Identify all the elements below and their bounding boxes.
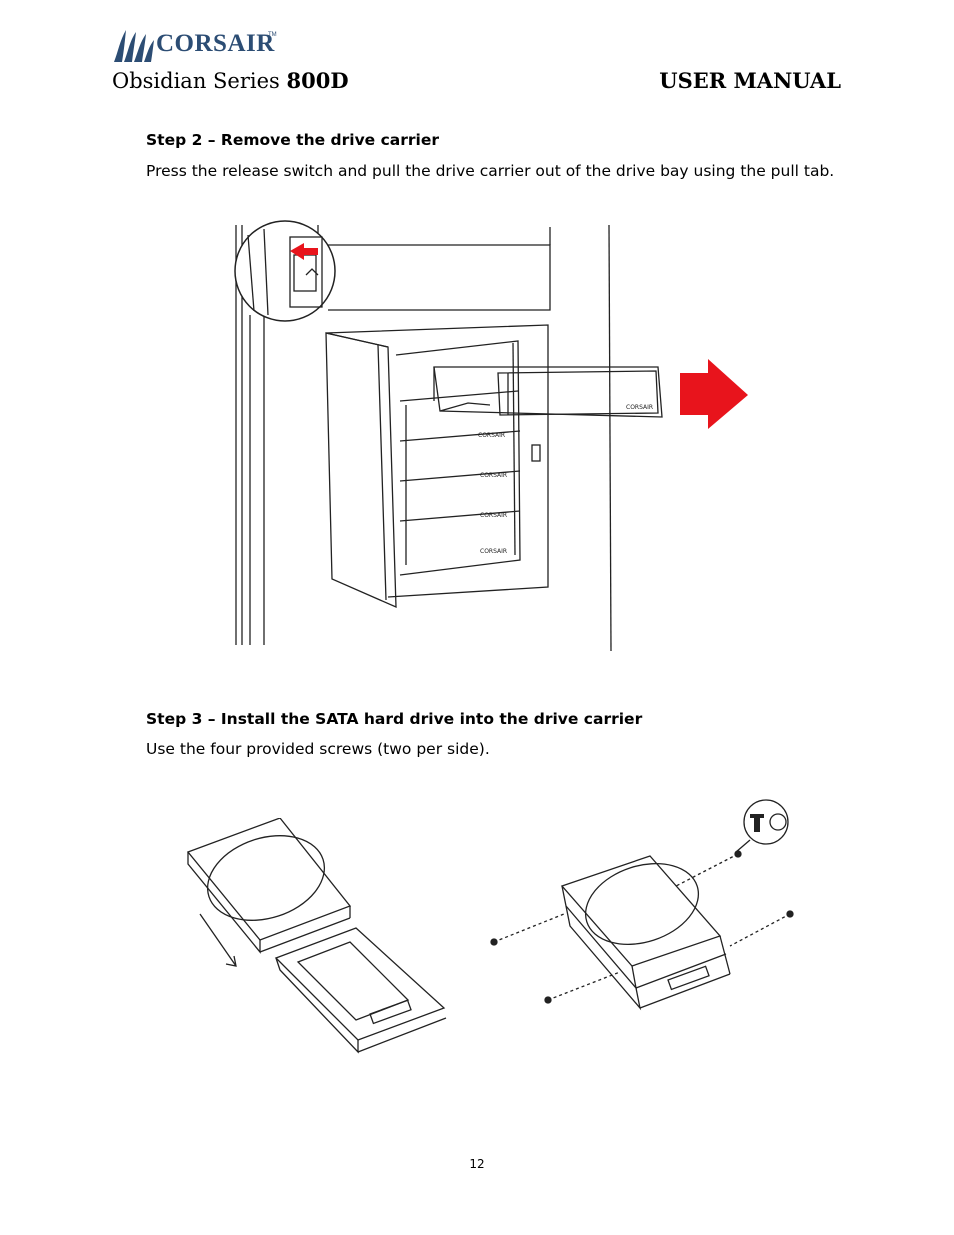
step3-text: Use the four provided screws (two per si… — [146, 740, 490, 758]
bay-label: CORSAIR — [478, 432, 505, 439]
sails-icon — [114, 30, 154, 62]
trademark-mark: TM — [268, 32, 277, 38]
model-name: 800D — [286, 68, 349, 93]
drive-carrier-removal-figure: CORSAIR CORSAIR CORSAIR CORSAIR CORSAIR — [234, 220, 748, 652]
page-number: 12 — [469, 1157, 485, 1171]
screw-install-figure — [490, 799, 794, 1011]
bay-label: CORSAIR — [480, 548, 507, 555]
carrier-label: CORSAIR — [626, 404, 653, 411]
pull-out-arrow-icon — [680, 359, 748, 429]
bay-label: CORSAIR — [480, 512, 507, 519]
series-name: Obsidian Series — [112, 69, 280, 93]
release-arrow-icon — [290, 243, 318, 260]
brand-wordmark: CORSAIR — [156, 30, 275, 57]
corsair-logo: CORSAIR TM — [112, 26, 282, 66]
step3-title: Step 3 – Install the SATA hard drive int… — [146, 710, 643, 728]
drive-insert-figure — [186, 818, 447, 1054]
step2-title: Step 2 – Remove the drive carrier — [146, 131, 439, 149]
screw-icon — [750, 814, 764, 832]
step2-text: Press the release switch and pull the dr… — [146, 162, 835, 180]
document-type: USER MANUAL — [659, 68, 841, 93]
product-title: Obsidian Series 800D — [112, 68, 349, 93]
bay-label: CORSAIR — [480, 472, 507, 479]
